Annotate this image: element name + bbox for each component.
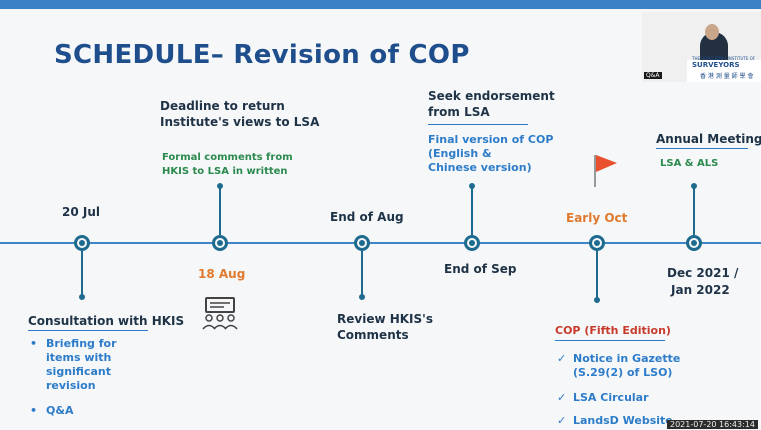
landsd-website: LandsD Website [573,414,673,427]
review-line-2: Comments [337,328,409,342]
bullet-icon: • [30,337,38,350]
stem-dot-6 [691,183,697,189]
stem-2 [219,187,221,235]
endorsement-heading-2: from LSA [428,105,490,119]
webcam-overlay: THE HONG KONG INSTITUTE OF SURVEYORS 香 港… [642,12,761,82]
briefing-line-2: items with [46,351,112,364]
qa-item: Q&A [46,404,74,417]
endorsement-heading-1: Seek endorsement [428,89,555,103]
briefing-line-1: Briefing for [46,337,117,350]
gazette-line-2: (S.29(2) of LSO) [573,366,673,379]
stem-1 [81,251,83,296]
stem-5 [596,251,598,299]
lsa-circular: LSA Circular [573,391,649,404]
endorsement-underline [428,124,528,125]
date-end-aug: End of Aug [330,210,404,224]
date-20-jul: 20 Jul [62,205,100,219]
briefing-line-3: significant [46,365,111,378]
lsa-als: LSA & ALS [660,158,719,169]
final-version-3: Chinese version) [428,161,532,174]
formal-comments-2: HKIS to LSA in written [162,166,288,177]
date-jan-2022: Jan 2022 [671,283,730,297]
cop-fifth-heading: COP (Fifth Edition) [555,324,671,337]
check-icon: ✓ [557,414,567,427]
briefing-line-4: revision [46,379,96,392]
webcam-org: THE HONG KONG INSTITUTE OF [692,56,756,61]
slide-top-bar [0,0,761,9]
cop-fifth-underline [555,340,665,341]
timeline-node-4 [464,235,480,251]
stem-dot-2 [217,183,223,189]
webcam-chinese: 香 港 測 量 師 學 會 [700,73,754,80]
surveyors-logo: SURVEYORS [692,61,740,69]
check-icon: ✓ [557,391,567,404]
flag-icon [594,155,617,187]
slide-title: SCHEDULE– Revision of COP [54,40,470,70]
consultation-heading: Consultation with HKIS [28,314,185,328]
timeline-node-2 [212,235,228,251]
date-dec-2021: Dec 2021 / [667,266,739,280]
gazette-line-1: Notice in Gazette [573,352,681,365]
meeting-icon [202,297,238,330]
timeline-node-6 [686,235,702,251]
date-18-aug: 18 Aug [198,267,246,281]
stem-dot-1 [79,294,85,300]
timeline-line [0,242,761,244]
webcam-name-tag: Q&A [644,72,662,79]
annual-meeting-underline [656,148,748,149]
formal-comments-1: Formal comments from [162,152,293,163]
stem-dot-5 [594,297,600,303]
recording-timestamp: 2021-07-20 16:43:14 [667,420,758,429]
bullet-icon: • [30,404,38,417]
presenter-head [705,24,719,40]
annual-meeting-heading: Annual Meeting [656,132,761,146]
check-icon: ✓ [557,352,567,365]
consultation-underline [28,330,148,331]
final-version-2: (English & [428,147,492,160]
review-line-1: Review HKIS's [337,312,433,326]
stem-6 [693,187,695,235]
deadline-heading-1: Deadline to return [160,99,285,113]
final-version-1: Final version of COP [428,133,554,146]
timeline-node-1 [74,235,90,251]
stem-3 [361,251,363,296]
webcam-banner [687,60,761,82]
deadline-heading-2: Institute's views to LSA [160,115,320,129]
date-early-oct: Early Oct [566,211,628,225]
stem-4 [471,187,473,235]
timeline-node-5 [589,235,605,251]
date-end-sep: End of Sep [444,262,517,276]
stem-dot-3 [359,294,365,300]
stem-dot-4 [469,183,475,189]
timeline-node-3 [354,235,370,251]
